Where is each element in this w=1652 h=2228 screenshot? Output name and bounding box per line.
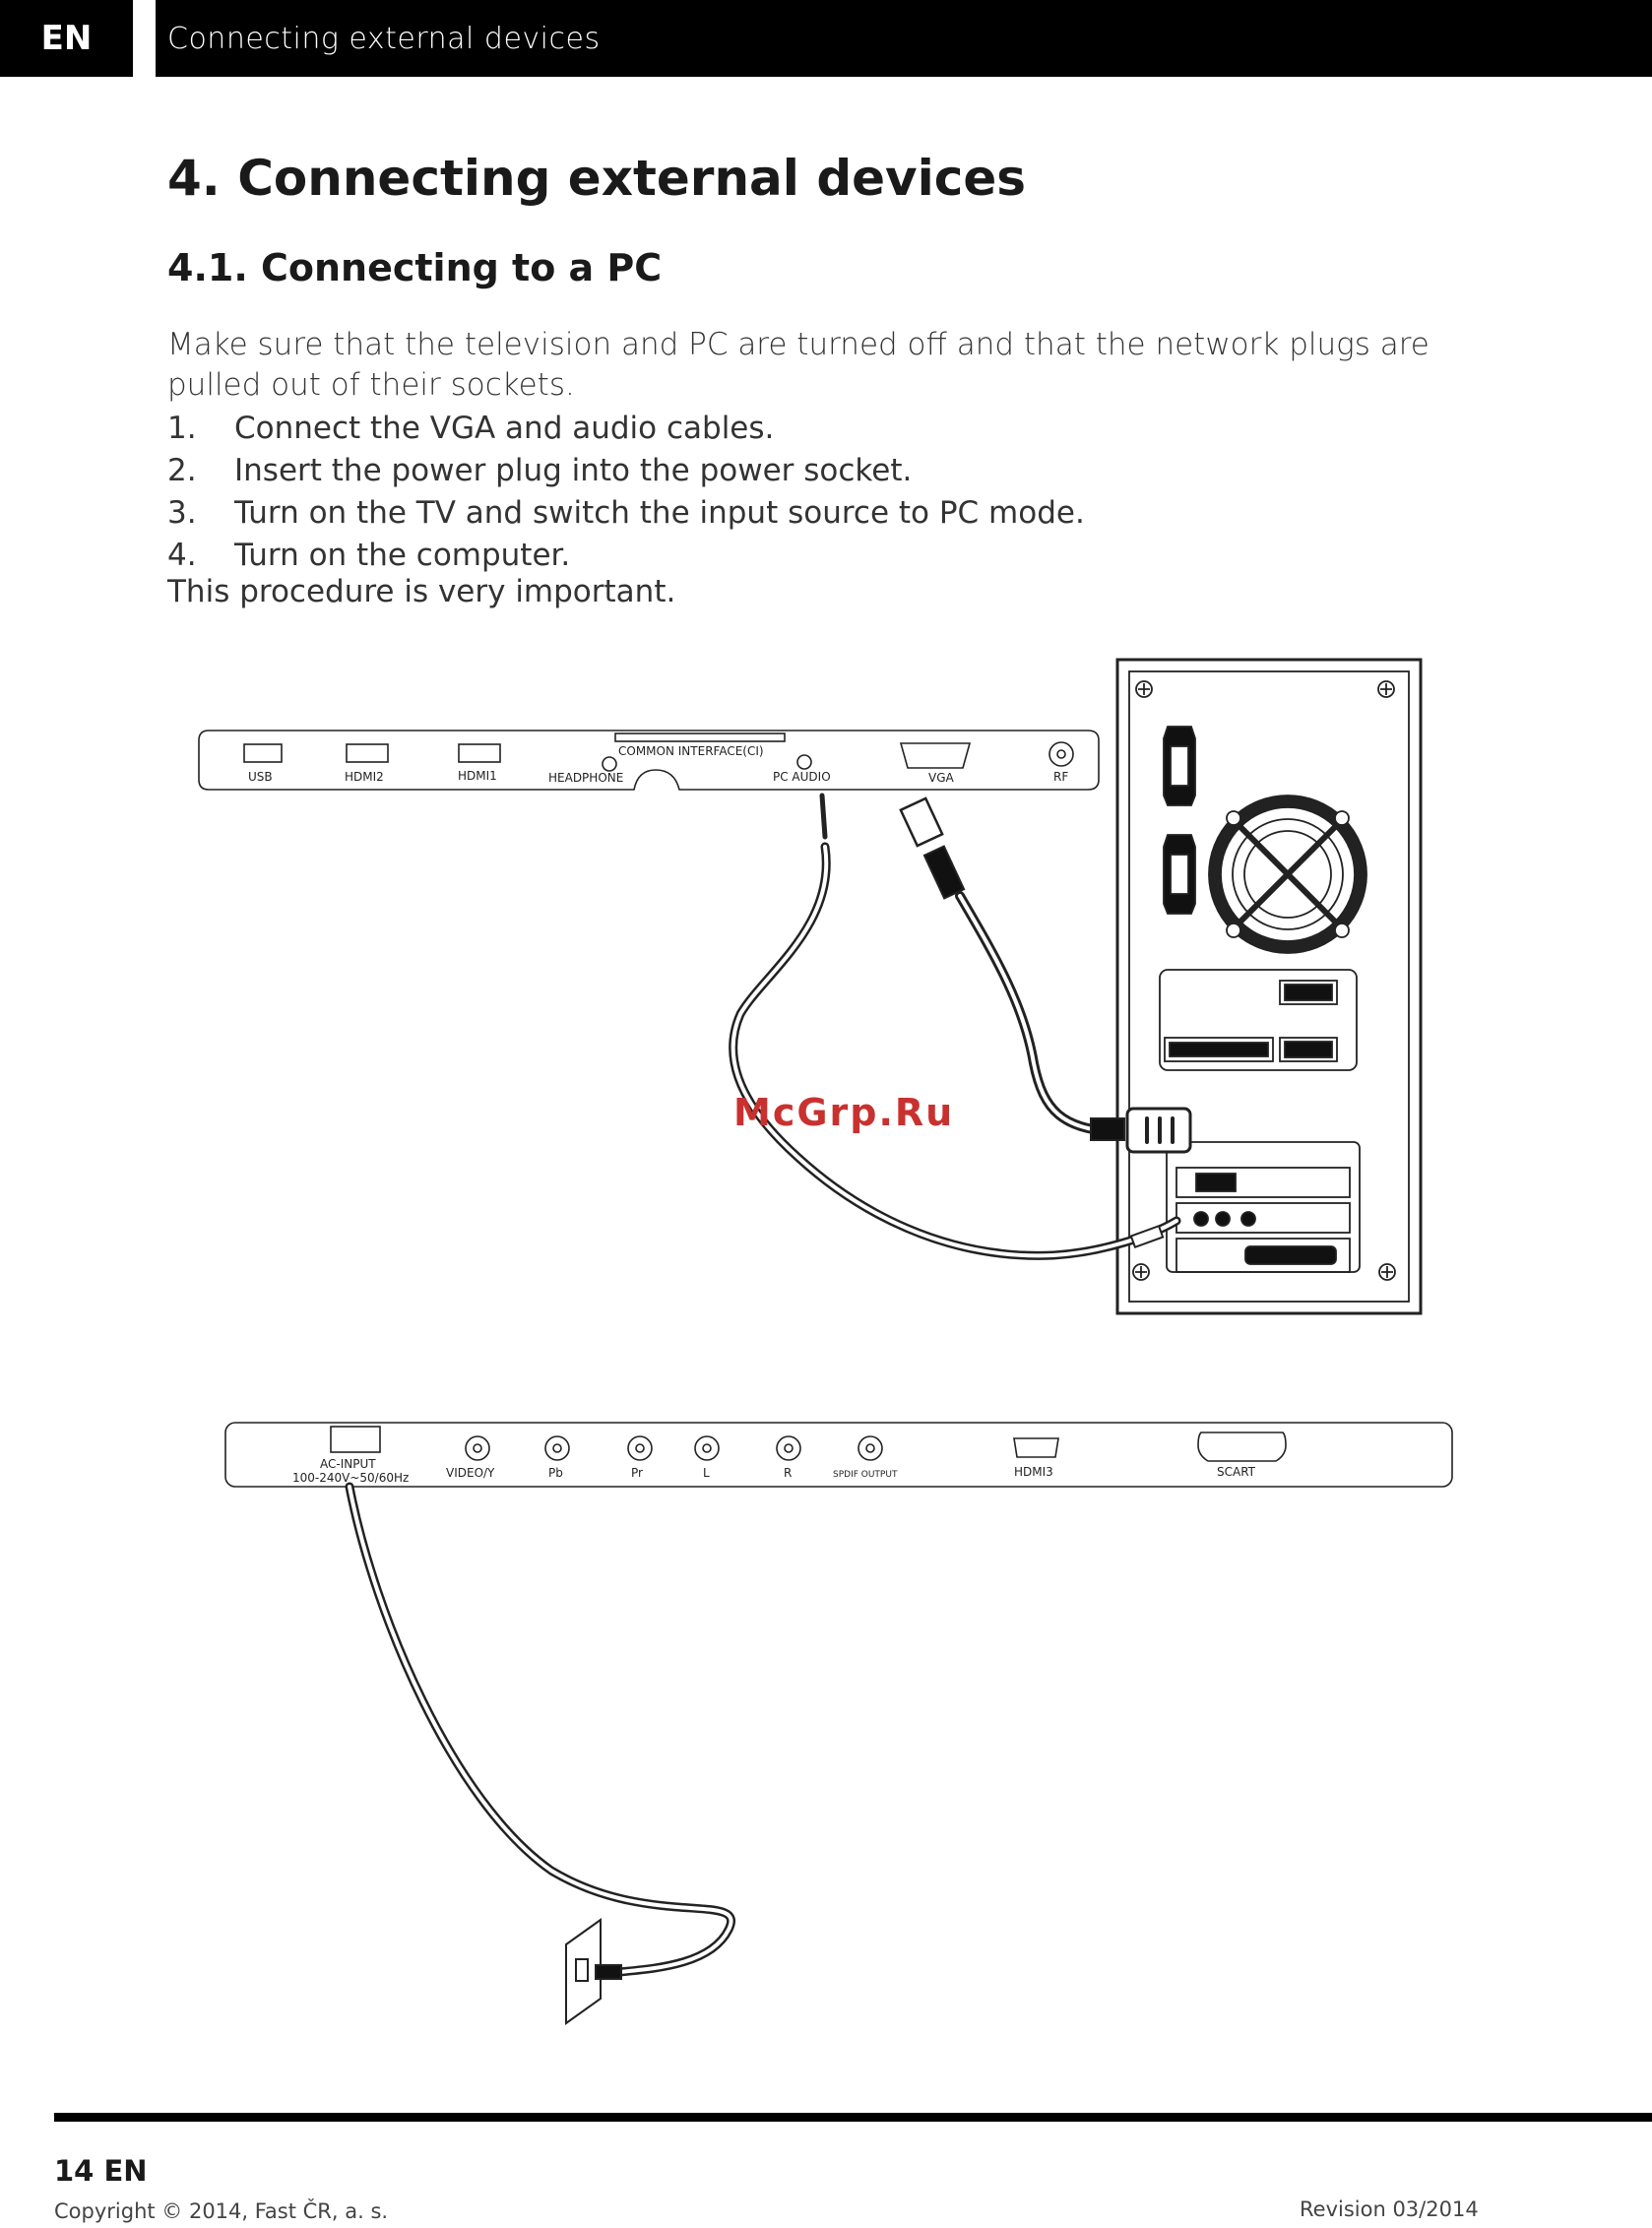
scart-label: SCART bbox=[1217, 1465, 1256, 1479]
step-item: 2.Insert the power plug into the power s… bbox=[167, 453, 913, 488]
step-item: 3.Turn on the TV and switch the input so… bbox=[167, 495, 1085, 531]
hdmi1-label: HDMI1 bbox=[458, 769, 497, 783]
step-item: 4.Turn on the computer. bbox=[167, 538, 571, 573]
pb-label: Pb bbox=[548, 1466, 563, 1480]
hdmi2-label: HDMI2 bbox=[345, 770, 384, 784]
spdif-label: SPDIF OUTPUT bbox=[833, 1470, 898, 1480]
pc-audio-label: PC AUDIO bbox=[773, 770, 831, 784]
tv-bottom-panel bbox=[224, 1422, 1453, 1488]
pc-tower bbox=[1115, 658, 1423, 1315]
revision-text: Revision 03/2014 bbox=[1300, 2197, 1479, 2221]
language-badge: EN bbox=[0, 0, 133, 77]
section-title: 4.1. Connecting to a PC bbox=[167, 246, 663, 289]
hdmi3-label: HDMI3 bbox=[1014, 1465, 1053, 1479]
connection-diagram: USB HDMI2 HDMI1 HEADPHONE COMMON INTERFA… bbox=[198, 658, 1453, 2025]
ci-label: COMMON INTERFACE(CI) bbox=[618, 744, 764, 758]
wall-outlet bbox=[565, 1918, 622, 2025]
video-label: VIDEO/Y bbox=[446, 1466, 495, 1480]
headphone-label: HEADPHONE bbox=[548, 771, 623, 785]
step-item: 1.Connect the VGA and audio cables. bbox=[167, 411, 775, 446]
cables bbox=[729, 793, 1192, 1260]
pr-label: Pr bbox=[631, 1466, 643, 1480]
r-label: R bbox=[784, 1466, 792, 1480]
steps-list: 1.Connect the VGA and audio cables. 2.In… bbox=[167, 408, 1487, 577]
ac-rating-label: 100-240V~50/60Hz bbox=[292, 1471, 409, 1485]
vga-label: VGA bbox=[928, 771, 955, 785]
note-text: This procedure is very important. bbox=[167, 574, 676, 609]
usb-label: USB bbox=[248, 770, 273, 784]
power-cable bbox=[345, 1482, 735, 1978]
tv-top-panel bbox=[198, 730, 1100, 791]
section-header: Connecting external devices bbox=[156, 0, 1652, 77]
page-number: 14 EN bbox=[54, 2154, 148, 2188]
page-title: 4. Connecting external devices bbox=[167, 150, 1027, 207]
rf-label: RF bbox=[1053, 770, 1068, 784]
ac-input-label: AC-INPUT bbox=[320, 1457, 376, 1471]
intro-text: Make sure that the television and PC are… bbox=[167, 327, 1430, 403]
footer-rule bbox=[54, 2113, 1652, 2122]
l-label: L bbox=[703, 1466, 710, 1480]
watermark: McGrp.Ru bbox=[733, 1091, 955, 1134]
copyright-text: Copyright © 2014, Fast ČR, a. s. bbox=[54, 2199, 389, 2223]
